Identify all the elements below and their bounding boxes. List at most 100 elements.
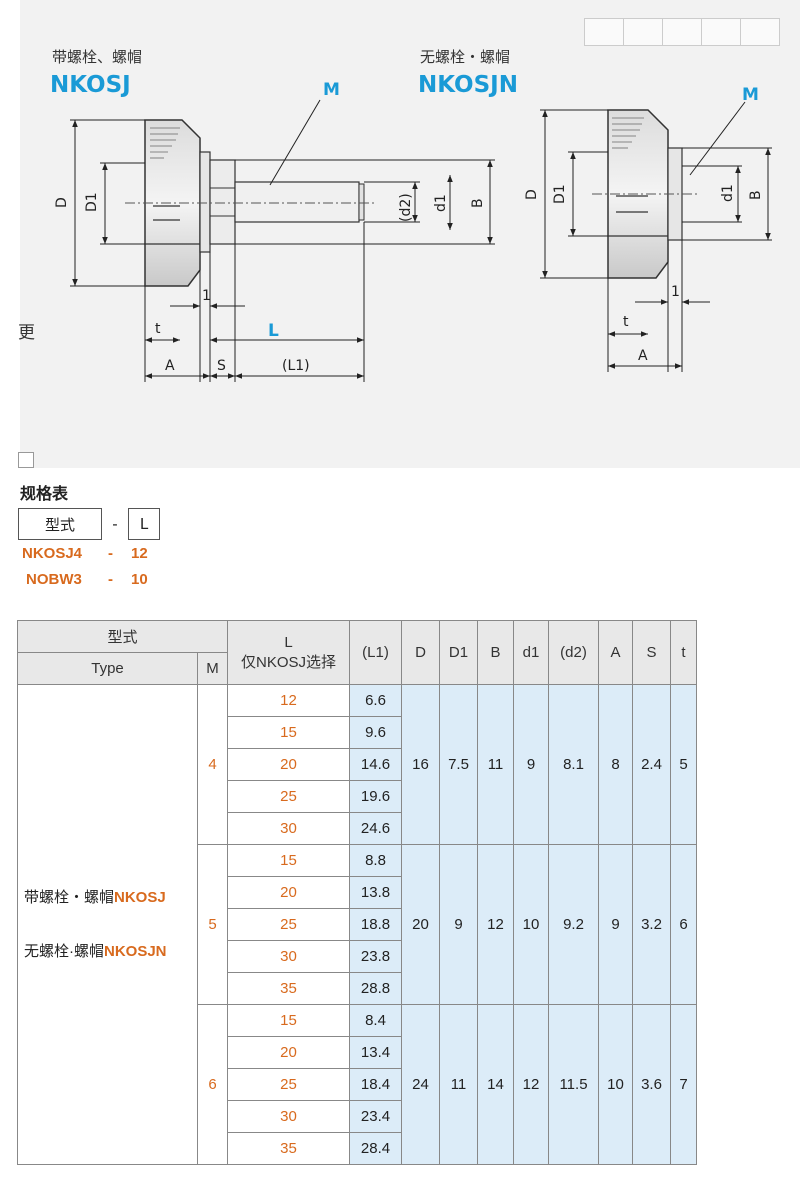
header-l-line2: 仅NKOSJ选择 bbox=[240, 653, 336, 671]
header-d1-lower: d1 bbox=[513, 620, 549, 685]
image-toolbar bbox=[584, 18, 780, 46]
d-cell: 20 bbox=[401, 844, 440, 1005]
l-cell: 12 bbox=[227, 684, 350, 717]
b-cell: 14 bbox=[477, 1004, 514, 1165]
l1-cell: 8.4 bbox=[349, 1004, 402, 1037]
l-cell: 25 bbox=[227, 1068, 350, 1101]
left-title-cn: 带螺栓、螺帽 bbox=[52, 48, 142, 66]
l1-cell: 13.4 bbox=[349, 1036, 402, 1069]
order-example-type: NKOSJ4 bbox=[22, 545, 83, 562]
d-cell: 16 bbox=[401, 684, 440, 845]
order-example-dash: - bbox=[108, 545, 113, 562]
left-label-l: L bbox=[268, 321, 279, 341]
header-a: A bbox=[598, 620, 633, 685]
left-label-one: 1 bbox=[202, 288, 211, 304]
t-cell: 6 bbox=[670, 844, 697, 1005]
d1-lower-cell: 12 bbox=[513, 1004, 549, 1165]
order-example-length: 10 bbox=[131, 571, 148, 588]
d1-upper-cell: 11 bbox=[439, 1004, 478, 1165]
technical-drawing-panel: 带螺栓、螺帽 NKOSJ 无螺栓・螺帽 NKOSJN bbox=[20, 0, 800, 468]
right-label-t: t bbox=[623, 314, 629, 330]
order-example-length: 12 bbox=[131, 545, 148, 562]
m-size-cell: 5 bbox=[197, 844, 228, 1005]
toolbar-button[interactable] bbox=[624, 19, 663, 45]
order-dash: - bbox=[112, 515, 118, 533]
toolbar-button[interactable] bbox=[702, 19, 741, 45]
l1-cell: 9.6 bbox=[349, 716, 402, 749]
left-dimension-lines bbox=[70, 99, 495, 382]
l1-cell: 14.6 bbox=[349, 748, 402, 781]
l-cell: 30 bbox=[227, 940, 350, 973]
right-label-d1-upper: D1 bbox=[552, 184, 568, 204]
d-cell: 24 bbox=[401, 1004, 440, 1165]
l-cell: 20 bbox=[227, 1036, 350, 1069]
header-l-line1: L bbox=[284, 633, 293, 651]
l-cell: 35 bbox=[227, 1132, 350, 1165]
header-d: D bbox=[401, 620, 440, 685]
toolbar-button[interactable] bbox=[741, 19, 779, 45]
a-cell: 8 bbox=[598, 684, 633, 845]
left-label-s: S bbox=[217, 358, 226, 374]
l1-cell: 6.6 bbox=[349, 684, 402, 717]
right-label-b: B bbox=[748, 190, 764, 200]
left-label-b: B bbox=[470, 198, 486, 208]
l1-cell: 28.4 bbox=[349, 1132, 402, 1165]
t-cell: 5 bbox=[670, 684, 697, 845]
header-t: t bbox=[670, 620, 697, 685]
l1-cell: 19.6 bbox=[349, 780, 402, 813]
toolbar-button[interactable] bbox=[585, 19, 624, 45]
checkbox[interactable] bbox=[18, 452, 34, 468]
l-cell: 15 bbox=[227, 844, 350, 877]
right-title-cn: 无螺栓・螺帽 bbox=[420, 48, 510, 66]
left-label-d1-upper: D1 bbox=[84, 192, 100, 212]
l1-cell: 13.8 bbox=[349, 876, 402, 909]
toolbar-button[interactable] bbox=[663, 19, 702, 45]
header-l1: (L1) bbox=[349, 620, 402, 685]
m-size-cell: 6 bbox=[197, 1004, 228, 1165]
right-model-name: NKOSJN bbox=[418, 72, 518, 98]
order-example-dash: - bbox=[108, 571, 113, 588]
l-cell: 35 bbox=[227, 972, 350, 1005]
spec-table: 型式 L 仅NKOSJ选择 (L1) D D1 B d1 (d2) A S t … bbox=[17, 620, 697, 1165]
header-type-cn: 型式 bbox=[17, 620, 228, 653]
l1-cell: 8.8 bbox=[349, 844, 402, 877]
right-label-m: M bbox=[742, 85, 759, 105]
left-label-t: t bbox=[155, 321, 161, 337]
l-cell: 30 bbox=[227, 812, 350, 845]
l1-cell: 18.4 bbox=[349, 1068, 402, 1101]
b-cell: 12 bbox=[477, 844, 514, 1005]
l-cell: 15 bbox=[227, 716, 350, 749]
right-label-d: D bbox=[524, 189, 540, 200]
m-size-cell: 4 bbox=[197, 684, 228, 845]
left-label-a: A bbox=[165, 358, 175, 374]
type-code: NKOSJN bbox=[104, 942, 167, 960]
l-cell: 15 bbox=[227, 1004, 350, 1037]
header-m: M bbox=[197, 652, 228, 685]
dimension-drawing: 带螺栓、螺帽 NKOSJ 无螺栓・螺帽 NKOSJN bbox=[50, 48, 772, 382]
l1-cell: 24.6 bbox=[349, 812, 402, 845]
left-label-l1: (L1) bbox=[282, 358, 310, 374]
d1-upper-cell: 7.5 bbox=[439, 684, 478, 845]
header-b: B bbox=[477, 620, 514, 685]
l-cell: 20 bbox=[227, 748, 350, 781]
header-l: L 仅NKOSJ选择 bbox=[227, 620, 350, 685]
left-label-d2: (d2) bbox=[398, 193, 414, 222]
d1-lower-cell: 9 bbox=[513, 684, 549, 845]
a-cell: 9 bbox=[598, 844, 633, 1005]
l1-cell: 28.8 bbox=[349, 972, 402, 1005]
right-label-one: 1 bbox=[671, 284, 680, 300]
l-cell: 25 bbox=[227, 780, 350, 813]
header-d2: (d2) bbox=[548, 620, 599, 685]
